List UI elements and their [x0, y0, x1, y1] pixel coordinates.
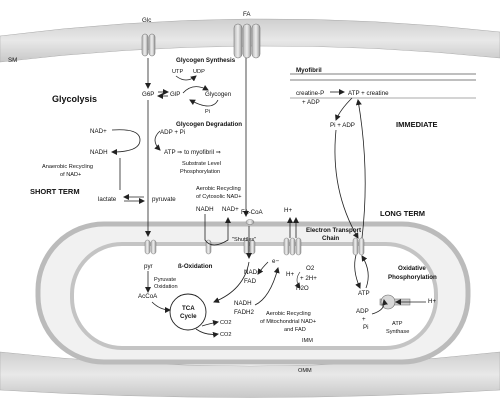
tca-label: TCA [182, 305, 195, 312]
cytosolic-nadh-label: NADH [196, 206, 214, 213]
anaerobic-recycling-label: Anaerobic Recycling [42, 164, 93, 170]
oxphos-adp-label: ADP [356, 308, 369, 315]
utp-label: UTP [172, 69, 183, 75]
shuttle-transporter-icon [205, 239, 212, 255]
atp-synthase-label-2: Synthase [386, 329, 409, 335]
co2-label-b: CO2 [220, 332, 232, 338]
oxphos-atp-label: ATP [358, 290, 370, 297]
h2o-label: H2O [296, 285, 309, 292]
sarcolemma-label: SM [8, 57, 17, 64]
glucose-transporter-icon [141, 33, 156, 57]
short-term-heading: SHORT TERM [30, 187, 80, 196]
glycogen-label: Glycogen [205, 91, 232, 98]
glc-label: Glc [142, 17, 151, 24]
cytosolic-recycling-label-2: of Cytosolic NAD+ [196, 194, 242, 200]
glycogen-degradation-title: Glycogen Degradation [176, 121, 242, 128]
tca-cycle-circle [169, 293, 207, 331]
pyruvate-oxidation-label-1: Pyruvate [154, 277, 176, 283]
atp-creatine-label: ATP + creatine [348, 90, 389, 97]
g6p-label: G6P [142, 91, 154, 98]
imm-label: IMM [302, 338, 313, 344]
beta-oxidation-label: ß-Oxidation [178, 263, 213, 270]
oxphos-hplus-label: H+ [428, 298, 436, 305]
etc-label-2: Chain [322, 235, 339, 242]
glycogen-pi-label: Pi [205, 109, 210, 115]
electron-transport-chain-icon [283, 237, 302, 256]
substrate-level-label: Substrate Level [182, 161, 221, 167]
mito-recycling-label-2: of Mitochondrial NAD+ [260, 319, 316, 325]
pyruvate-label: pyruvate [152, 196, 176, 203]
mito-recycling-label-3: and FAD [284, 327, 306, 333]
oxphos-plus-label: + [362, 316, 366, 323]
anaerobic-recycling-nad-label: of NAD+ [60, 172, 81, 178]
shuttles-label: "Shuttles" [232, 237, 256, 243]
atp-to-myofibril-label: ATP ⇒ to myofibril ⇒ [164, 149, 221, 156]
creatine-p-label: creatine-P [296, 90, 324, 97]
atp-synthase-label-1: ATP [392, 321, 403, 327]
fa-coa-label: FA-CoA [241, 209, 264, 216]
glycolysis-nadh-label: NADH [90, 149, 108, 156]
oxphos-pi-label: Pi [363, 324, 369, 331]
mito-nad-label: NAD+ [244, 269, 261, 276]
glycolysis-heading: Glycolysis [52, 94, 97, 104]
myofibril-title: Myofibril [296, 67, 322, 74]
o2-plus-2h-label: + 2H+ [300, 275, 317, 282]
e-minus-label: e− [272, 258, 279, 265]
immediate-heading: IMMEDIATE [396, 120, 438, 129]
hplus-mid-label: H+ [286, 271, 294, 278]
glycolysis-adp-pi-label: ADP + Pi [160, 129, 185, 136]
creatine-adp-label: + ADP [302, 99, 320, 106]
acoa-label: AcCoA [138, 293, 158, 300]
udp-label: UDP [193, 69, 205, 75]
mito-fad-label: FAD [244, 278, 257, 285]
glycogen-synthesis-title: Glycogen Synthesis [176, 57, 236, 64]
myofibril-pi-adp-label: Pi + ADP [330, 122, 355, 129]
mito-nadh-label: NADH [234, 300, 252, 307]
mito-recycling-label-1: Aerobic Recycling [266, 311, 311, 317]
cytosolic-recycling-label-1: Aerobic Recycling [196, 186, 241, 192]
lactate-label: lactate [98, 196, 117, 203]
mito-fadh2-label: FADH2 [234, 309, 255, 316]
mitochondrion-inner-membrane [70, 242, 438, 350]
co2-label-a: CO2 [220, 320, 232, 326]
oxphos-title-1: Oxidative [398, 265, 426, 272]
glycolysis-nad-label: NAD+ [90, 128, 107, 135]
glp-label: GlP [170, 91, 180, 98]
long-term-heading: LONG TERM [380, 209, 425, 218]
pyruvate-transporter-icon [144, 239, 157, 255]
fa-label: FA [243, 11, 251, 18]
phosphorylation-label: Phosphorylation [180, 169, 220, 175]
hplus-top-label: H+ [284, 207, 292, 214]
pyr-label: pyr [144, 263, 153, 270]
etc-label-1: Electron Transport [306, 227, 361, 234]
fatty-acid-transporter-icon [233, 23, 261, 59]
cytosolic-nad-label: NAD+ [222, 206, 239, 213]
pyruvate-oxidation-label-2: Oxidation [154, 284, 178, 290]
cycle-label: Cycle [180, 313, 197, 320]
omm-label: OMM [298, 368, 312, 374]
atp-adp-translocase-icon [352, 237, 365, 256]
oxphos-title-2: Phosphorylation [388, 274, 437, 281]
o2-label: O2 [306, 265, 315, 272]
